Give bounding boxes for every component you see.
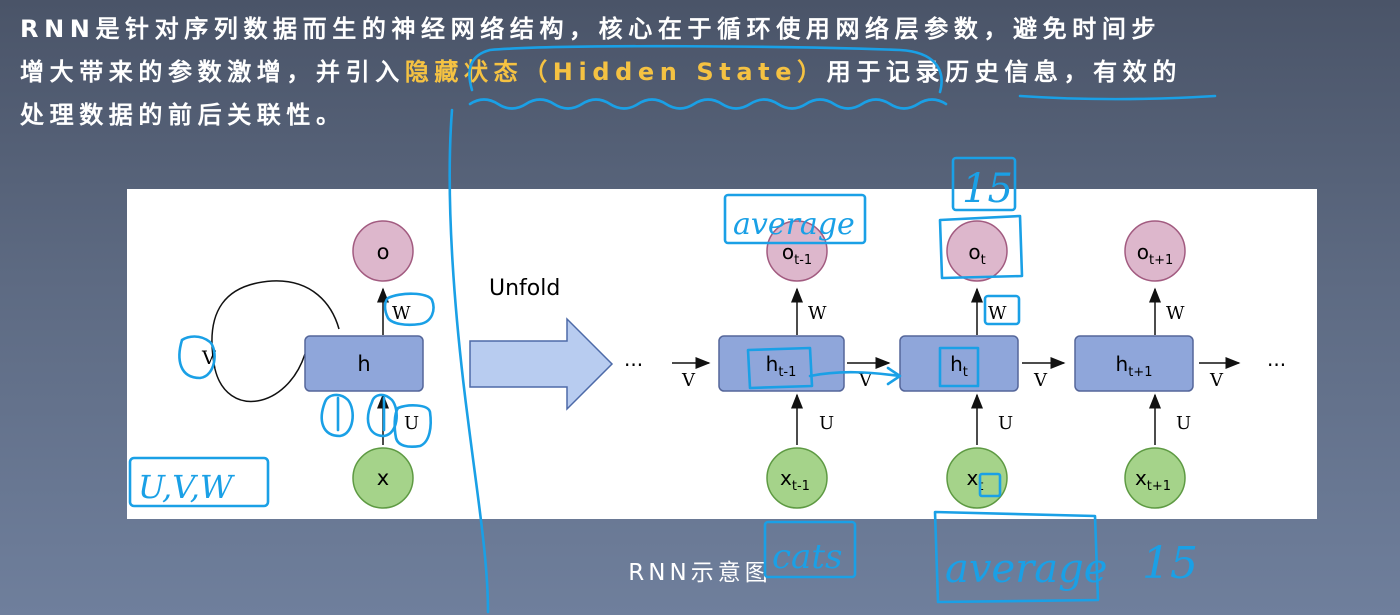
input-node-t-plus-1: [1124, 447, 1186, 509]
folded-u-label: U: [404, 413, 419, 434]
intro-line-3: 处理数据的前后关联性。: [20, 101, 346, 129]
u-label-t-minus-1: U: [819, 413, 834, 434]
input-label-t-minus-1: xt-1: [780, 466, 810, 494]
folded-hidden-label: h: [357, 352, 370, 376]
diagram-caption: RNN示意图: [628, 560, 772, 586]
hidden-label-t-plus-1: ht+1: [1116, 352, 1153, 380]
trailing-ellipsis: ···: [1267, 353, 1286, 377]
output-label-t-plus-1: ot+1: [1137, 240, 1174, 268]
timestep-t-plus-1: ot+1 W ht+1 U xt+1: [1074, 220, 1194, 509]
folded-hidden-node: [304, 335, 424, 392]
w-label-t-minus-1: W: [808, 303, 827, 324]
folded-rnn: V o W h U x: [201, 220, 424, 509]
intro-line-2-start: 增大带来的参数激增，并引入: [20, 58, 405, 86]
unfold-arrow: [469, 317, 614, 411]
leading-ellipsis: ···: [624, 353, 643, 377]
v-label-2: V: [1033, 370, 1048, 391]
intro-line-1: RNN是针对序列数据而生的神经网络结构，核心在于循环使用网络层参数，避免时间步: [20, 15, 1162, 43]
rnn-diagram-panel: V o W h U x Unfold ··· V ot-1 W: [127, 189, 1317, 519]
folded-output-label: o: [377, 240, 390, 264]
intro-paragraph: RNN是针对序列数据而生的神经网络结构，核心在于循环使用网络层参数，避免时间步 …: [20, 8, 1390, 137]
input-node-t-minus-1: [766, 447, 828, 509]
folded-input-label: x: [377, 466, 389, 490]
hidden-node-t-plus-1: [1074, 335, 1194, 392]
timestep-t: ot W ht U xt: [899, 220, 1019, 509]
u-label-t-plus-1: U: [1176, 413, 1191, 434]
hidden-state-highlight: 隐藏状态（Hidden State）: [404, 58, 827, 86]
trailing-v-label: V: [1209, 370, 1224, 391]
v-label-1: V: [858, 370, 873, 391]
output-node-t-plus-1: [1124, 220, 1186, 282]
folded-input-node: [352, 447, 414, 509]
hidden-node-t-minus-1: [718, 335, 845, 392]
folded-output-node: [352, 220, 414, 282]
input-label-t-plus-1: xt+1: [1135, 466, 1171, 494]
output-node-t-minus-1: [766, 220, 828, 282]
unfolded-rnn: ··· V ot-1 W ht-1 U xt-1 V ot: [624, 220, 1286, 509]
w-label-t: W: [988, 303, 1007, 324]
recurrent-loop: [211, 280, 340, 403]
folded-w-label: W: [392, 303, 411, 324]
unfold-label: Unfold: [489, 276, 560, 301]
intro-line-2: 增大带来的参数激增，并引入隐藏状态（Hidden State）用于记录历史信息，…: [20, 51, 1390, 94]
intro-line-2-end: 用于记录历史信息，有效的: [826, 58, 1182, 86]
output-label-t-minus-1: ot-1: [782, 240, 812, 268]
timestep-t-minus-1: ot-1 W ht-1 U xt-1: [718, 220, 845, 509]
rnn-diagram: V o W h U x Unfold ··· V ot-1 W: [201, 220, 1286, 509]
leading-v-label: V: [681, 370, 696, 391]
u-label-t: U: [998, 413, 1013, 434]
folded-v-label: V: [201, 347, 216, 369]
w-label-t-plus-1: W: [1166, 303, 1185, 324]
